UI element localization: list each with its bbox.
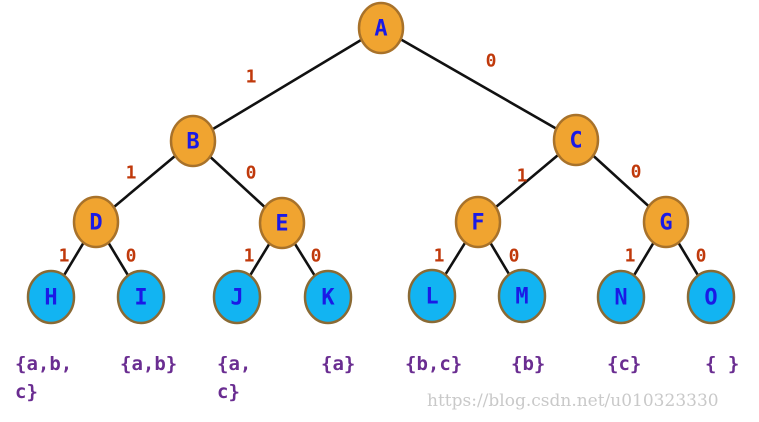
edge-label-A-C: 0: [486, 51, 497, 72]
edge-label-D-H: 1: [59, 246, 70, 267]
node-D: D: [72, 195, 120, 249]
subset-label-H: {a,b, c}: [15, 353, 73, 403]
subset-label-I: {a,b}: [120, 353, 178, 375]
edge-label-A-B: 1: [246, 67, 257, 88]
node-circle-N: [596, 269, 646, 325]
node-circle-O: [686, 269, 736, 325]
edge-label-C-G: 0: [631, 162, 642, 183]
node-label-B: B: [186, 130, 199, 155]
node-F: F: [454, 195, 502, 249]
node-circle-A: [357, 1, 405, 55]
edge-label-F-L: 1: [434, 246, 445, 267]
watermark: https://blog.csdn.net/u010323330: [427, 391, 719, 411]
node-G: G: [642, 195, 690, 249]
node-I: I: [116, 269, 166, 325]
node-label-A: A: [374, 17, 387, 42]
node-circle-I: [116, 269, 166, 325]
node-A: A: [357, 1, 405, 55]
node-J: J: [212, 269, 262, 325]
node-circle-F: [454, 195, 502, 249]
nodes-layer: A B C D E F G H I J K L M N O: [26, 1, 736, 325]
node-circle-M: [497, 268, 547, 324]
subset-label-L: {b,c}: [405, 353, 463, 375]
subset-label-N: {c}: [607, 353, 642, 375]
subset-label-M: {b}: [511, 353, 546, 375]
node-label-K: K: [321, 286, 335, 311]
edge-label-D-I: 0: [126, 246, 137, 267]
node-label-D: D: [89, 211, 102, 236]
node-circle-J: [212, 269, 262, 325]
node-L: L: [407, 268, 457, 324]
node-circle-K: [303, 269, 353, 325]
node-E: E: [258, 196, 306, 250]
node-circle-G: [642, 195, 690, 249]
edge-label-G-N: 1: [625, 246, 636, 267]
node-label-N: N: [614, 286, 627, 311]
node-circle-C: [552, 113, 600, 167]
edge-labels-layer: 1 0 1 0 1 0 1 0 1 0 1 0 1 0: [59, 51, 707, 267]
node-B: B: [169, 114, 217, 168]
node-C: C: [552, 113, 600, 167]
subset-label-J: {a, c}: [217, 353, 252, 403]
node-label-O: O: [704, 286, 717, 311]
edge-label-E-K: 0: [311, 246, 322, 267]
node-label-M: M: [515, 285, 528, 310]
edge-A-C: [380, 26, 577, 142]
edges-layer: [49, 26, 713, 298]
node-O: O: [686, 269, 736, 325]
node-K: K: [303, 269, 353, 325]
edge-label-B-E: 0: [246, 163, 257, 184]
subset-label-K: {a}: [321, 353, 356, 375]
node-label-L: L: [425, 285, 438, 310]
node-H: H: [26, 269, 76, 325]
node-label-I: I: [134, 286, 147, 311]
node-M: M: [497, 268, 547, 324]
node-circle-L: [407, 268, 457, 324]
node-label-F: F: [471, 211, 484, 236]
subset-label-O: { }: [705, 353, 740, 375]
node-label-H: H: [44, 286, 57, 311]
node-label-G: G: [659, 211, 672, 236]
node-circle-E: [258, 196, 306, 250]
edge-label-G-O: 0: [696, 246, 707, 267]
node-label-J: J: [230, 286, 243, 311]
edge-label-F-M: 0: [509, 246, 520, 267]
node-circle-B: [169, 114, 217, 168]
node-label-E: E: [275, 212, 288, 237]
edge-label-C-F: 1: [517, 166, 528, 187]
edge-label-E-J: 1: [244, 246, 255, 267]
edge-A-B: [192, 26, 382, 143]
node-N: N: [596, 269, 646, 325]
node-circle-D: [72, 195, 120, 249]
edge-label-B-D: 1: [126, 163, 137, 184]
node-circle-H: [26, 269, 76, 325]
node-label-C: C: [569, 129, 582, 154]
